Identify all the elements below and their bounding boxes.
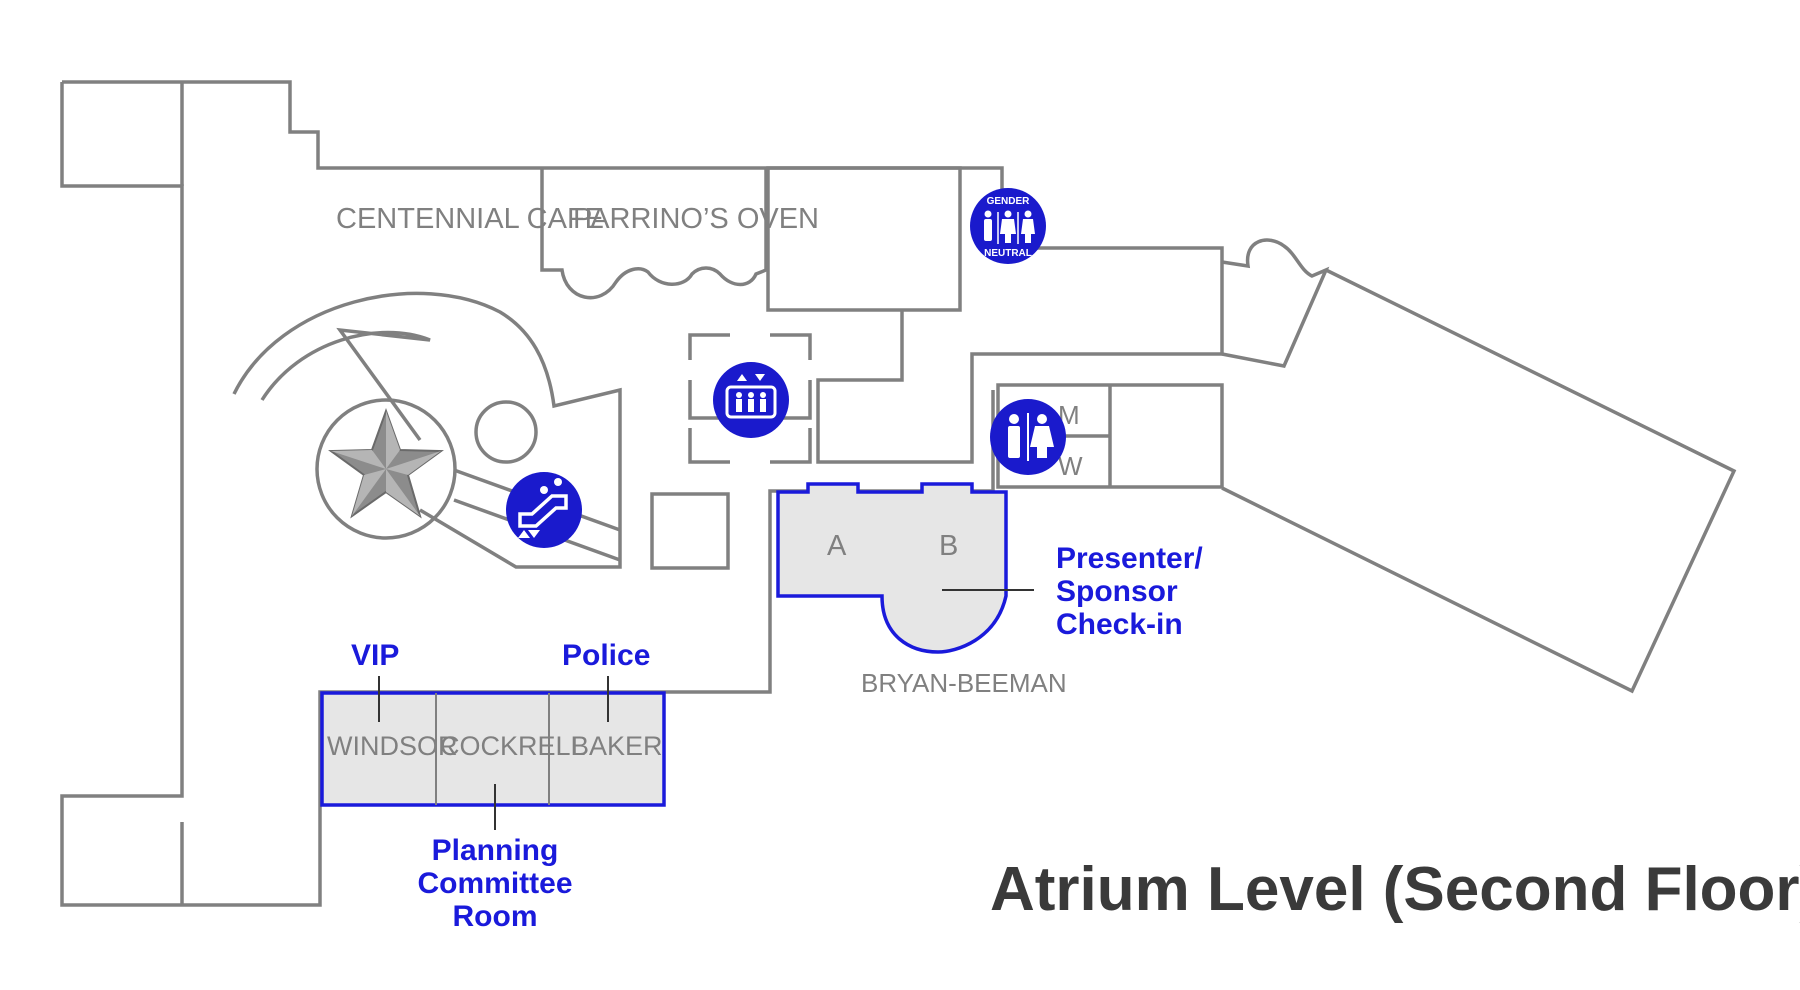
escalator-icon[interactable] xyxy=(506,472,582,548)
east-wing-hall xyxy=(1221,268,1737,694)
bryan-beeman-room[interactable] xyxy=(776,482,1008,654)
presenter-callout-1: Presenter/ xyxy=(1056,542,1203,575)
parrinos-oven-outline xyxy=(540,168,768,300)
vip-callout: VIP xyxy=(351,639,399,672)
service-block xyxy=(766,166,962,312)
elevator-icon[interactable] xyxy=(713,362,789,438)
restroom-icon[interactable] xyxy=(990,399,1066,475)
restroom-w-label: W xyxy=(1058,451,1083,481)
svg-text:GENDER: GENDER xyxy=(987,196,1031,207)
gender-neutral-restroom-icon[interactable]: GENDER NEUTRAL xyxy=(970,188,1046,264)
atrium-circle xyxy=(474,400,538,464)
room-b-label: B xyxy=(939,530,958,562)
map-title: Atrium Level (Second Floor) xyxy=(990,855,1800,924)
room-a-label: A xyxy=(827,530,847,562)
corridor-wall xyxy=(816,274,1224,464)
presenter-callout-2: Sponsor xyxy=(1056,575,1178,608)
windsor-label: WINDSOR xyxy=(327,731,458,761)
restroom-m-label: M xyxy=(1058,400,1080,430)
east-wing-outer xyxy=(1221,238,1330,368)
elevator-bank xyxy=(688,333,812,464)
column-block xyxy=(650,492,730,570)
planning-callout-2: Committee xyxy=(417,867,572,900)
star-icon xyxy=(328,408,444,519)
west-wing-wall xyxy=(62,80,1224,274)
parrinos-oven-label: PARRINO’S OVEN xyxy=(573,203,819,235)
planning-callout-1: Planning xyxy=(432,834,559,867)
police-callout: Police xyxy=(562,639,650,672)
centennial-cafe-label: CENTENNIAL CAFE xyxy=(336,203,604,235)
atrium-inner-arc xyxy=(260,327,431,442)
atrium-arc xyxy=(232,291,622,569)
svg-text:NEUTRAL: NEUTRAL xyxy=(984,248,1032,259)
cockrell-label: COCKRELL xyxy=(440,731,586,761)
bryan-beeman-label: BRYAN-BEEMAN xyxy=(861,668,1067,698)
presenter-callout-3: Check-in xyxy=(1056,608,1183,641)
baker-label: BAKER xyxy=(571,731,663,761)
planning-callout-3: Room xyxy=(453,900,538,933)
